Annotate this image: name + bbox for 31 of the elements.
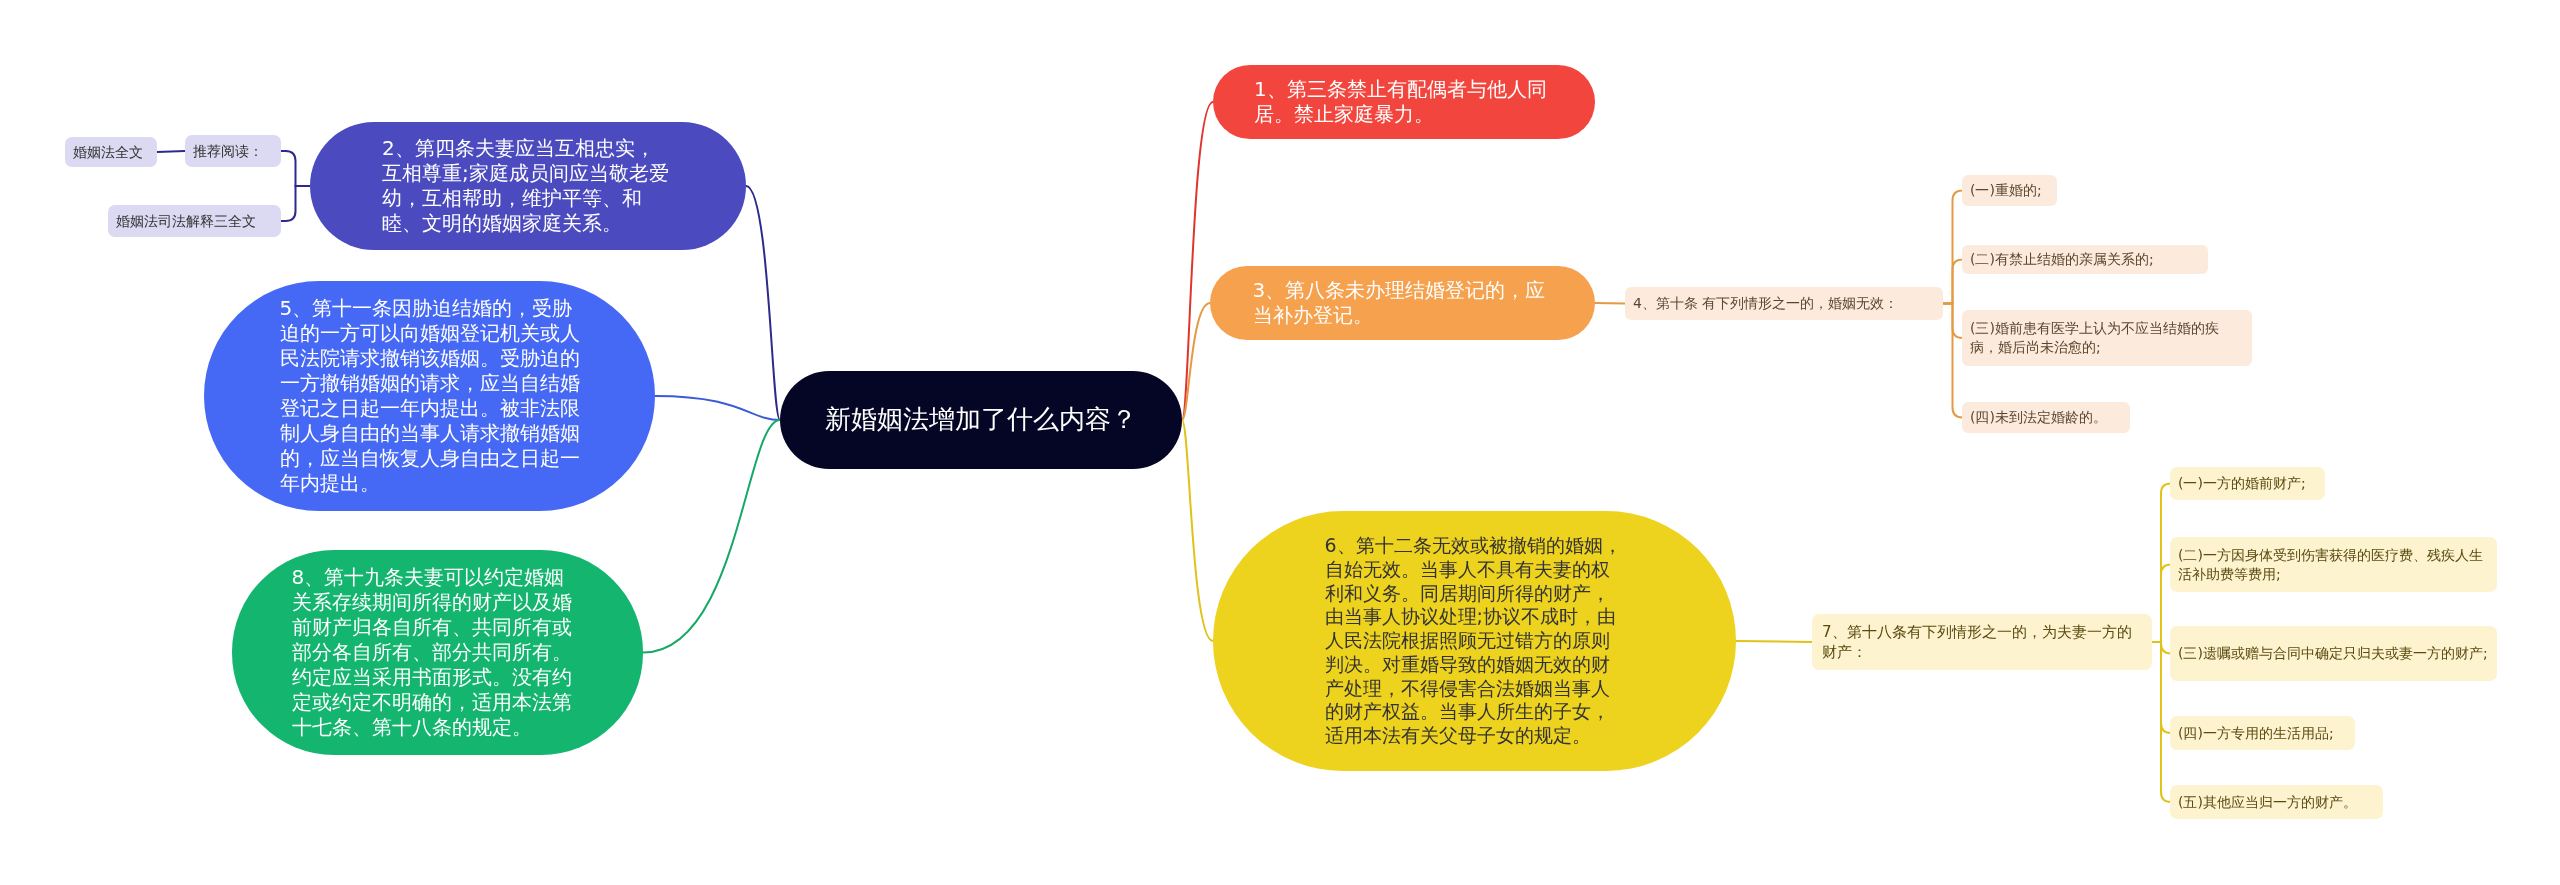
topic-bubble: 8、第十九条夫妻可以约定婚姻关系存续期间所得的财产以及婚前财产归各自所有、共同所有或部分各自所有、部分共同所有。约定应当采用书面形式。没有约定或约定不明确的，适用本法第十七条、第十八条的规定。 (232, 550, 643, 755)
connector-line (2151, 641, 2172, 803)
subtopic-label: (二)有禁止结婚的亲属关系的; (1962, 245, 2208, 274)
subtopic-label: (三)遗嘱或赠与合同中确定只归夫或妻一方的财产; (2170, 626, 2497, 681)
subtopic-label: (三)婚前患有医学上认为不应当结婚的疾病，婚后尚未治愈的; (1962, 310, 2252, 366)
topic-bubble: 5、第十一条因胁迫结婚的，受胁迫的一方可以向婚姻登记机关或人民法院请求撤销该婚姻。受胁迫的一方撤销婚姻的请求，应当自结婚登记之日起一年内提出。被非法限制人身自由的当事人请求撤销婚姻的，应当自恢复人身自由之日起一年内提出。 (204, 281, 655, 511)
topic-bubble: 1、第三条禁止有配偶者与他人同居。禁止家庭暴力。 (1213, 65, 1595, 139)
connector-line (1735, 640, 1813, 643)
connector-line (1942, 302, 1964, 419)
connector-line (1181, 302, 1211, 421)
subtopic-label: 推荐阅读： (185, 135, 281, 167)
subtopic-label: 婚姻法全文 (65, 137, 157, 167)
connector-line (156, 150, 186, 153)
connector-line (1181, 419, 1214, 642)
connector-line (745, 185, 781, 421)
central-topic: 新婚姻法增加了什么内容？ (780, 371, 1182, 469)
topic-bubble: 6、第十二条无效或被撤销的婚姻，自始无效。当事人不具有夫妻的权利和义务。同居期间所得的财产，由当事人协议处理;协议不成时，由人民法院根据照顾无过错方的原则判决。对重婚导致的婚姻无效的财产处理，不得侵害合法婚姻当事人的财产权益。当事人所生的子女，适用本法有关父母子女的规定。 (1213, 511, 1736, 771)
connector-line (642, 419, 781, 654)
subtopic-label: 4、第十条 有下列情形之一的，婚姻无效： (1625, 287, 1943, 320)
subtopic-label: (一)重婚的; (1962, 175, 2057, 206)
connector-line (1594, 302, 1626, 305)
subtopic-label: 婚姻法司法解释三全文 (108, 205, 281, 237)
topic-bubble: 3、第八条未办理结婚登记的，应当补办登记。 (1210, 266, 1595, 340)
topic-bubble: 2、第四条夫妻应当互相忠实，互相尊重;家庭成员间应当敬老爱幼，互相帮助，维护平等、和睦、文明的婚姻家庭关系。 (310, 122, 746, 250)
subtopic-label: (一)一方的婚前财产; (2170, 467, 2325, 500)
subtopic-label: (四)一方专用的生活用品; (2170, 716, 2355, 750)
subtopic-label: (二)一方因身体受到伤害获得的医疗费、残疾人生活补助费等费用; (2170, 537, 2497, 592)
subtopic-label: 7、第十八条有下列情形之一的，为夫妻一方的财产： (1812, 614, 2152, 670)
subtopic-label: (五)其他应当归一方的财产。 (2170, 785, 2383, 819)
connector-line (280, 185, 311, 222)
subtopic-label: (四)未到法定婚龄的。 (1962, 402, 2130, 433)
